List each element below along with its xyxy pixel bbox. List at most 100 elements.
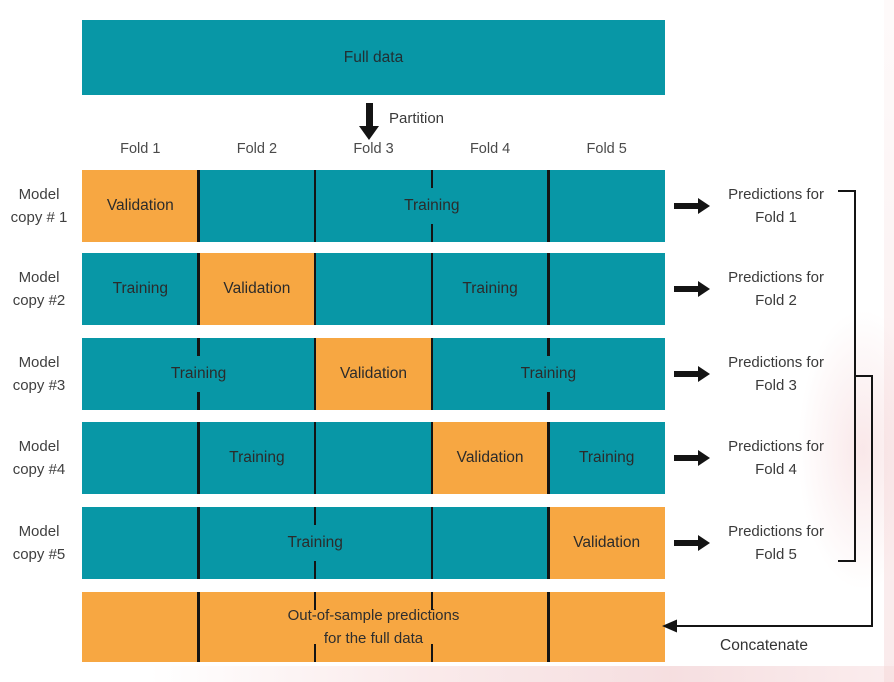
fold-header-4: Fold 4 [469,141,511,157]
full-data-label: Full data [343,48,404,66]
prediction-arrow-icon [674,535,710,551]
fold-cell: Training [548,422,665,494]
model-copy-label-line: Model [18,523,60,540]
fold-cell [198,170,316,242]
fold-divider [197,507,200,579]
fold-divider [197,253,200,325]
arrow-shaft [674,286,698,292]
concatenate-label: Concatenate [720,637,808,654]
model-row-bar-4: Training Validation Training [82,422,665,494]
out-of-sample-line2: for the full data [323,630,424,647]
output-divider [197,592,200,662]
fold-divider [547,422,550,494]
prediction-arrow-icon [674,450,710,466]
fold-cell: Training [431,253,549,325]
prediction-label-line: Fold 1 [755,209,797,226]
fold-cell [315,422,432,494]
model-copy-label-4: Model copy #4 [0,422,78,494]
fold-cell: Training [198,422,316,494]
fold-divider [313,253,317,325]
training-label: Training [229,449,285,466]
model-copy-label-line: Model [18,438,60,455]
pink-page-edge-right [884,0,894,682]
fold-divider [430,253,434,325]
fold-divider-tick [547,338,550,356]
training-label: Training [462,280,518,297]
fold-cell [548,253,665,325]
arrow-shaft [674,540,698,546]
validation-label: Validation [456,449,524,466]
fold-header-5: Fold 5 [586,141,627,157]
fold-cell [315,507,432,579]
partition-label: Partition [389,110,445,127]
partition-arrow-icon [359,103,379,140]
model-copy-label-5: Model copy #5 [0,507,78,579]
validation-label: Validation [340,365,407,382]
fold-cell [82,422,199,494]
prediction-label-line: Fold 5 [755,546,797,563]
model-copy-label-line: Model [18,269,60,286]
prediction-label-line: Predictions for [728,354,824,371]
fold-divider [313,422,317,494]
fold-divider [547,253,550,325]
fold-cell [82,507,199,579]
fold-divider [197,422,200,494]
fold-cell [198,507,316,579]
fold-divider-tick [313,561,317,579]
fold-cell [431,338,549,410]
fold-divider [197,170,200,242]
fold-cell [548,170,665,242]
arrow-shaft [674,203,698,209]
arrow-shaft [365,103,373,126]
prediction-label-line: Fold 4 [755,461,797,478]
out-of-sample-line1: Out-of-sample predictions [287,607,460,624]
model-copy-label-line: copy #2 [12,292,66,309]
fold-header-1: Fold 1 [120,141,161,157]
fold-cell [548,338,665,410]
fold-divider [547,507,550,579]
prediction-arrow-icon [674,366,710,382]
validation-label: Validation [223,280,291,297]
fold-cell [431,170,549,242]
output-divider [547,592,550,662]
fold-cell: Validation [548,507,665,579]
prediction-label-line: Fold 3 [755,377,797,394]
prediction-label-line: Predictions for [728,438,824,455]
prediction-label-line: Predictions for [728,186,824,203]
model-copy-label-line: copy # 1 [10,209,68,226]
fold-divider-tick [547,392,550,410]
fold-cell: Validation [315,338,432,410]
arrow-head [698,281,710,297]
training-label: Training [112,280,169,297]
model-copy-label-line: copy #5 [12,546,66,563]
arrow-shaft [674,371,698,377]
prediction-label-line: Fold 2 [755,292,797,309]
fold-cell [431,507,549,579]
fold-cell [315,170,432,242]
model-row-bar-2: Training Validation Training [82,253,665,325]
fold-header-3: Fold 3 [353,141,394,157]
out-of-sample-label: Out-of-sample predictions for the full d… [82,592,665,662]
model-copy-label-1: Model copy # 1 [0,170,78,242]
arrow-shaft [674,455,698,461]
model-copy-label-line: copy #4 [12,461,66,478]
fold-divider [430,422,434,494]
pink-page-edge-bottom [150,666,894,682]
prediction-arrow-icon [674,198,710,214]
fold-cell: Validation [82,170,199,242]
fold-divider-tick [313,507,317,525]
validation-label: Validation [573,534,641,551]
model-copy-label-line: Model [18,186,60,203]
output-divider-tick [313,592,317,610]
fold-divider [430,338,434,410]
fold-cell [198,338,316,410]
model-copy-label-2: Model copy #2 [0,253,78,325]
model-copy-label-line: Model [18,354,60,371]
fold-divider [430,507,434,579]
